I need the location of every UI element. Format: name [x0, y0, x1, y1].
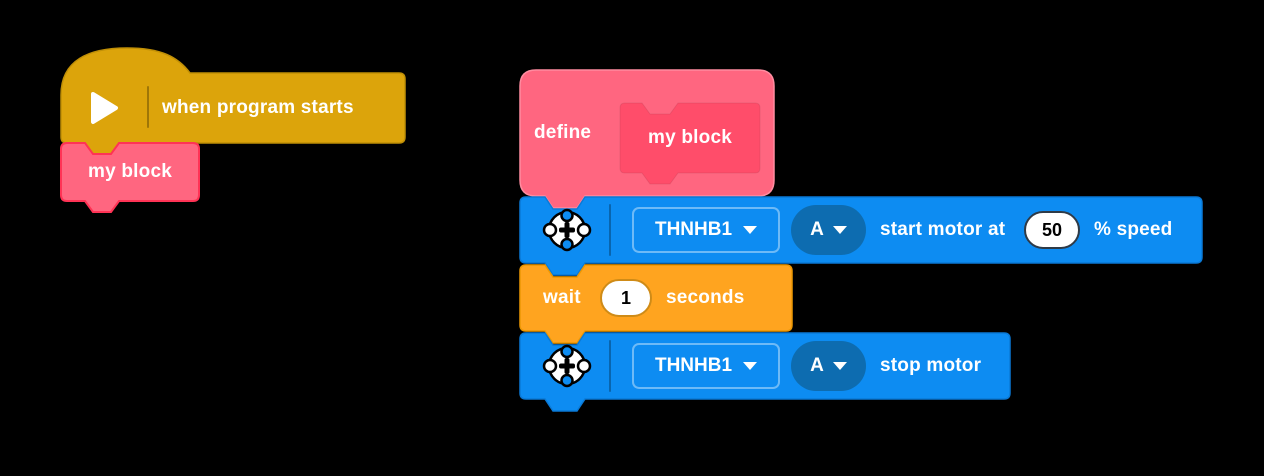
stack-block-shape [519, 264, 793, 344]
speed-value-input[interactable]: 50 [1024, 211, 1080, 249]
my-block-prototype-label: my block [648, 127, 732, 148]
stop-motor-block[interactable]: THNHB1 A stop motor [519, 332, 1012, 413]
chevron-down-icon [832, 362, 847, 370]
hub-dropdown-value: THNHB1 [654, 219, 733, 240]
wait-block[interactable]: wait 1 seconds [519, 264, 794, 345]
port-dropdown-value: A [810, 355, 824, 376]
chevron-down-icon [832, 226, 847, 234]
chevron-down-icon [743, 362, 758, 370]
chevron-down-icon [743, 226, 758, 234]
hub-dropdown[interactable]: THNHB1 [632, 207, 780, 253]
port-dropdown[interactable]: A [791, 205, 866, 255]
my-block-call-block[interactable]: my block [60, 142, 201, 215]
port-dropdown[interactable]: A [791, 341, 866, 391]
when-program-starts-block[interactable]: when program starts [60, 47, 407, 156]
percent-speed-label: % speed [1094, 219, 1173, 240]
wait-label: wait [543, 287, 581, 308]
start-motor-label: start motor at [880, 219, 1006, 240]
my-block-call-label: my block [88, 161, 172, 182]
wait-seconds-input[interactable]: 1 [600, 279, 652, 317]
block-divider [147, 86, 149, 128]
when-program-starts-label: when program starts [162, 97, 354, 118]
start-motor-block[interactable]: THNHB1 A start motor at 50 % speed [519, 196, 1204, 277]
block-divider [609, 204, 611, 256]
port-dropdown-value: A [810, 219, 824, 240]
stop-motor-label: stop motor [880, 355, 982, 376]
hub-dropdown[interactable]: THNHB1 [632, 343, 780, 389]
stack-block-shape [60, 142, 200, 213]
hub-dropdown-value: THNHB1 [654, 355, 733, 376]
block-divider [609, 340, 611, 392]
my-block-prototype[interactable]: my block [619, 102, 762, 187]
prototype-block-shape [619, 102, 761, 185]
define-keyword-label: define [534, 122, 592, 143]
seconds-label: seconds [666, 287, 745, 308]
